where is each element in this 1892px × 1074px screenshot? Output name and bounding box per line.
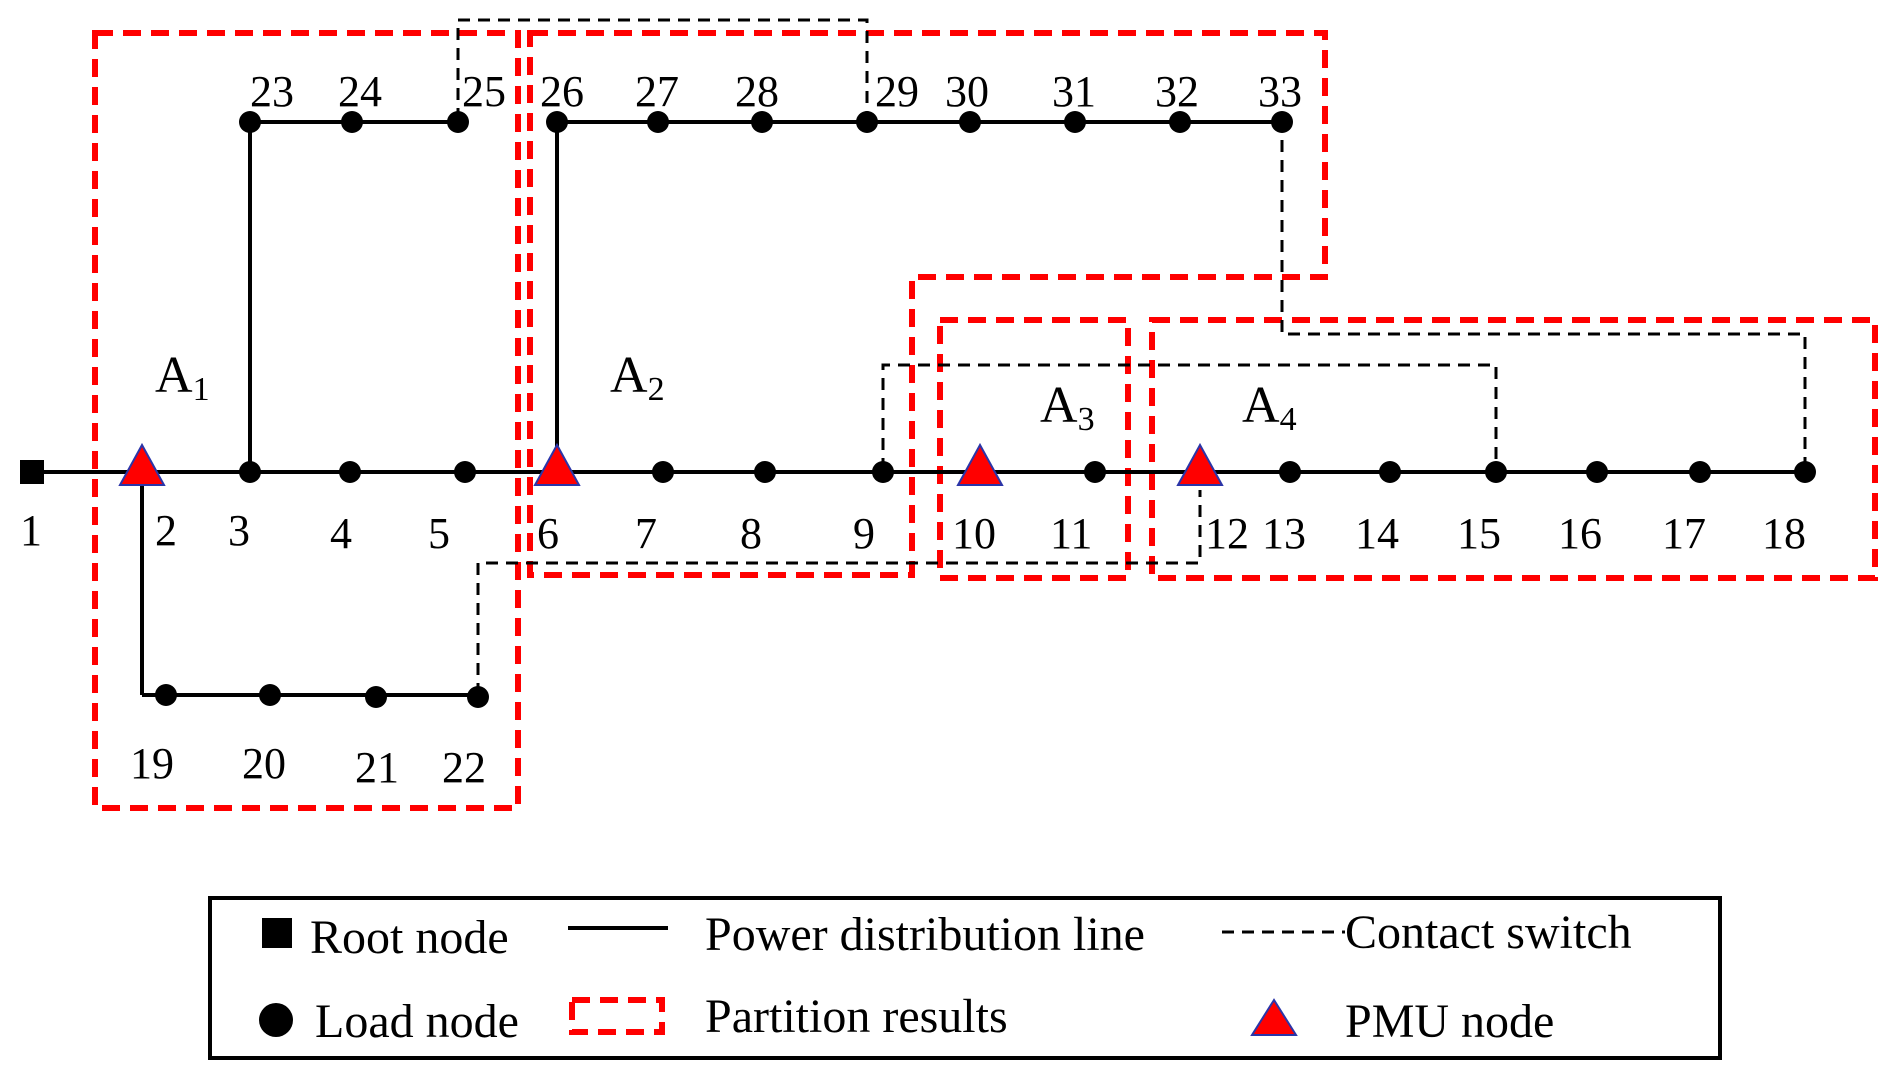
partition-a4: [1149, 317, 1878, 581]
load-node-26: [546, 111, 568, 133]
root-node-legend-icon: [262, 918, 292, 948]
load-node-7: [652, 461, 674, 483]
area-label-4: A4: [1242, 377, 1297, 438]
legend-box: [208, 896, 1722, 1060]
partition-a3: [937, 317, 1131, 581]
node-label-15: 15: [1457, 509, 1501, 558]
load-node-15: [1485, 461, 1507, 483]
node-label-8: 8: [740, 509, 762, 558]
contact-switch-9-15: [881, 363, 1498, 470]
node-label-4: 4: [330, 509, 352, 558]
pmu-node-2: [118, 442, 166, 486]
legend-power-line-label: Power distribution line: [705, 908, 1145, 961]
load-node-legend-icon: [259, 1003, 293, 1037]
legend-contact-switch-label: Contact switch: [1345, 906, 1632, 959]
load-node-5: [454, 461, 476, 483]
node-label-23: 23: [250, 67, 294, 116]
load-node-8: [754, 461, 776, 483]
legend-load-node-label: Load node: [315, 995, 519, 1048]
nodes-layer: [20, 111, 1816, 708]
node-label-2: 2: [155, 506, 177, 555]
load-node-19: [155, 684, 177, 706]
node-label-17: 17: [1662, 509, 1706, 558]
node-label-24: 24: [338, 67, 382, 116]
legend-pmu-node-label: PMU node: [1345, 995, 1554, 1048]
partition-legend-icon: [569, 997, 665, 1035]
load-node-29: [856, 111, 878, 133]
node-label-13: 13: [1262, 509, 1306, 558]
legend: Root node Power distribution line Contac…: [208, 896, 1722, 1060]
power-lines: [32, 120, 1805, 697]
load-node-21: [365, 686, 387, 708]
load-node-17: [1689, 461, 1711, 483]
partition-a2: [527, 30, 1328, 578]
node-label-1: 1: [20, 506, 42, 555]
partition-boundaries: [92, 30, 1878, 811]
node-label-11: 11: [1050, 509, 1092, 558]
node-label-14: 14: [1355, 509, 1399, 558]
load-node-20: [259, 684, 281, 706]
load-node-9: [872, 461, 894, 483]
node-label-26: 26: [540, 67, 584, 116]
partition-a1: [92, 30, 521, 811]
load-node-14: [1379, 461, 1401, 483]
node-label-19: 19: [130, 739, 174, 788]
load-node-32: [1169, 111, 1191, 133]
node-label-12: 12: [1205, 509, 1249, 558]
load-node-24: [341, 111, 363, 133]
node-label-25: 25: [462, 67, 506, 116]
contact-switch-22-12: [476, 490, 1202, 695]
load-node-13: [1279, 461, 1301, 483]
node-label-6: 6: [537, 509, 559, 558]
load-node-27: [647, 111, 669, 133]
node-label-22: 22: [442, 743, 486, 792]
node-label-31: 31: [1052, 67, 1096, 116]
node-label-16: 16: [1558, 509, 1602, 558]
load-node-4: [339, 461, 361, 483]
root-node-1: [20, 460, 44, 484]
node-label-33: 33: [1258, 67, 1302, 116]
node-label-28: 28: [735, 67, 779, 116]
contact-switch-25-29: [456, 18, 869, 120]
load-node-25: [447, 111, 469, 133]
load-node-31: [1064, 111, 1086, 133]
pmu-node-10: [956, 442, 1004, 486]
load-node-18: [1794, 461, 1816, 483]
legend-partition-label: Partition results: [705, 990, 1008, 1043]
pmu-node-12: [1176, 442, 1224, 486]
area-label-2: A2: [610, 347, 665, 408]
node-label-29: 29: [875, 67, 919, 116]
node-label-7: 7: [635, 509, 657, 558]
node-label-32: 32: [1155, 67, 1199, 116]
node-label-5: 5: [428, 509, 450, 558]
node-label-20: 20: [242, 739, 286, 788]
pmu-node-6: [533, 442, 581, 486]
contact-switches: [456, 18, 1807, 695]
legend-root-node-label: Root node: [310, 911, 509, 964]
area-label-3: A3: [1040, 377, 1095, 438]
load-node-22: [467, 686, 489, 708]
node-label-10: 10: [952, 509, 996, 558]
pmu-node-legend-icon: [1250, 998, 1298, 1036]
load-node-16: [1586, 461, 1608, 483]
area-label-1: A1: [155, 347, 210, 408]
load-node-33: [1271, 111, 1293, 133]
node-label-3: 3: [228, 506, 250, 555]
load-node-11: [1084, 461, 1106, 483]
load-node-3: [239, 461, 261, 483]
node-label-21: 21: [355, 743, 399, 792]
node-label-18: 18: [1762, 509, 1806, 558]
load-node-23: [239, 111, 261, 133]
contact-switch-33-18: [1280, 120, 1807, 470]
node-label-9: 9: [853, 509, 875, 558]
node-label-27: 27: [635, 67, 679, 116]
load-node-30: [959, 111, 981, 133]
load-node-28: [751, 111, 773, 133]
node-label-30: 30: [945, 67, 989, 116]
